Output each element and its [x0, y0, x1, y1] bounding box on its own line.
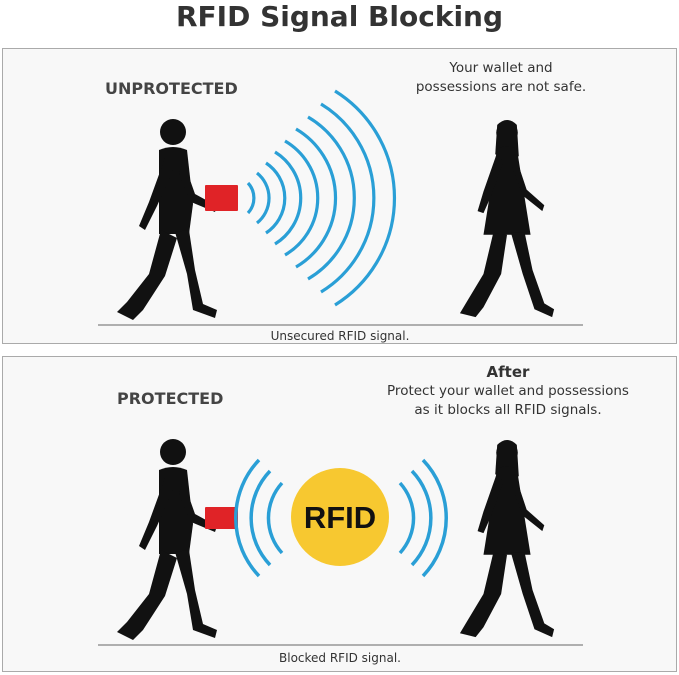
protected-panel: RFID PROTECTED After Protect your wallet… — [2, 356, 677, 672]
unprotected-heading: UNPROTECTED — [105, 79, 238, 98]
protected-note-title: After — [486, 363, 530, 381]
unprotected-note-line1: Your wallet and — [449, 60, 553, 76]
woman-walking-icon — [459, 119, 555, 318]
protected-caption: Blocked RFID signal. — [279, 651, 401, 665]
protected-heading: PROTECTED — [117, 389, 224, 408]
protected-note: After Protect your wallet and possession… — [363, 363, 653, 420]
rfid-card-icon — [205, 507, 238, 529]
unprotected-caption: Unsecured RFID signal. — [270, 329, 410, 343]
protected-note-line2: as it blocks all RFID signals. — [414, 402, 602, 418]
signal-waves-icon — [246, 89, 397, 307]
unprotected-panel: UNPROTECTED Your wallet and possessions … — [2, 48, 677, 344]
rfid-shield-icon — [291, 468, 389, 566]
unprotected-scene — [98, 89, 583, 326]
page-title: RFID Signal Blocking — [175, 0, 504, 33]
man-walking-icon — [117, 439, 217, 640]
unprotected-note-line2: possessions are not safe. — [415, 79, 587, 95]
protected-scene: RFID — [98, 439, 583, 646]
rfid-card-icon — [205, 185, 238, 211]
unprotected-note: Your wallet and possessions are not safe… — [401, 59, 601, 97]
signal-waves-icon — [234, 458, 448, 578]
man-walking-icon — [117, 119, 217, 320]
woman-walking-icon — [459, 439, 555, 638]
protected-note-line1: Protect your wallet and possessions — [387, 383, 629, 399]
rfid-badge-text: RFID — [304, 500, 376, 535]
